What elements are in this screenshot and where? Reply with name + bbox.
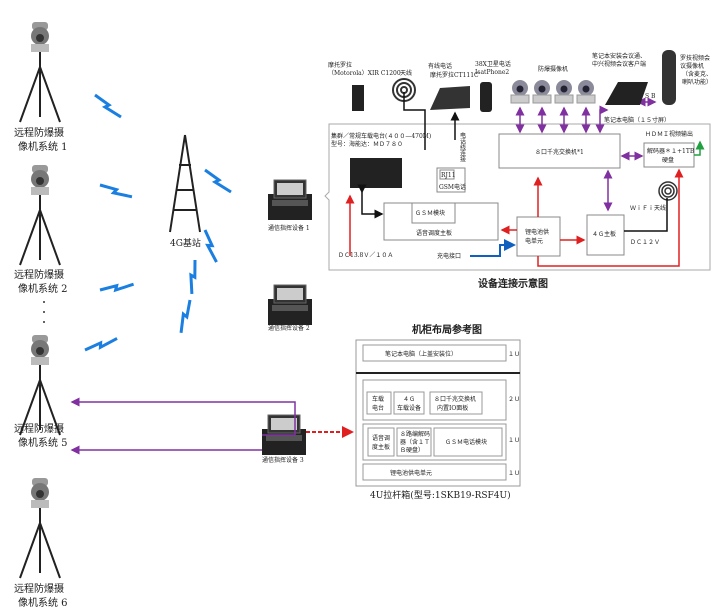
- label: 天线: [400, 69, 412, 77]
- label: 38X卫星电话: [475, 60, 511, 68]
- label: 喇叭功能）: [682, 78, 712, 86]
- label: 摩托罗拉CT111C: [430, 71, 479, 79]
- label: 锂电池供电单元: [390, 469, 432, 477]
- device-label: 通信指挥设备 3: [262, 456, 304, 464]
- label: 防爆摄像机: [538, 65, 568, 73]
- label: 型号：海能达：ＭＤ７８０: [331, 140, 403, 148]
- label: 硬盘: [662, 156, 674, 164]
- label: ８口千兆交换机: [434, 395, 476, 403]
- label: 电台: [372, 404, 384, 412]
- label: Ｂ硬盘）: [400, 446, 424, 454]
- ellipsis-dots: [43, 301, 45, 323]
- satellite-phone-icon: [480, 82, 492, 112]
- label: ４Ｇ: [403, 396, 415, 403]
- label: 车载设备: [397, 404, 421, 412]
- label: ＨＤＭＩ视频输出: [645, 130, 693, 138]
- camera-switch-links: [515, 97, 657, 134]
- label: 语音调度主板: [416, 229, 452, 237]
- wifi-antenna-icon: [658, 181, 678, 201]
- label: ４Ｇ主板: [592, 230, 616, 238]
- label: 中兴视频会议客户端: [592, 60, 646, 68]
- label: U S B: [638, 93, 656, 100]
- label: ８路编解码: [400, 430, 430, 438]
- label: （含麦克、: [682, 70, 712, 78]
- label: ＷｉＦｉ天线: [630, 204, 666, 212]
- decoder-box: [643, 142, 695, 168]
- handheld-radio-icon: [352, 85, 364, 111]
- system-label: 像机系统 2: [18, 282, 68, 295]
- connection-title: 设备连接示意图: [478, 277, 548, 290]
- label: 度主板: [372, 443, 390, 451]
- label: 锂电池供: [525, 228, 549, 236]
- label: IsatPhone2: [475, 69, 509, 76]
- system-label: 远程防爆摄: [14, 268, 64, 281]
- unit-label: １Ｕ: [508, 437, 520, 444]
- label: 解码器＊１+1TB: [647, 147, 695, 155]
- label: RJ11: [441, 172, 456, 179]
- label: 器（含１Ｔ: [400, 438, 430, 446]
- label: 车载: [372, 395, 384, 403]
- tower-label: 4G基站: [170, 237, 201, 249]
- system-label: 远程防爆摄: [14, 422, 64, 435]
- label: ８口千兆交换机*1: [535, 148, 584, 156]
- desk-phone-icon: [430, 86, 470, 110]
- label: ＤＣ13.8Ｖ／１０Ａ: [338, 252, 393, 259]
- logitech-camera-icon: [662, 50, 676, 105]
- camera-system-5: 远程防爆摄 像机系统 5: [14, 334, 68, 449]
- label: 罗技视频会: [680, 54, 710, 62]
- label: 语音调: [372, 434, 390, 442]
- label: 电话线连接: [459, 131, 466, 163]
- laptop-icon: [605, 82, 648, 105]
- unit-label: ２Ｕ: [508, 396, 520, 403]
- connection-diagram: 摩托罗拉 （Motorola）XIR C1200 天线 有线电话 摩托罗拉CT1…: [324, 50, 712, 290]
- unit-label: １Ｕ: [508, 470, 520, 477]
- system-label: 远程防爆摄: [14, 126, 64, 139]
- label: 笔记本电脑（上盖安装位）: [385, 350, 457, 358]
- label: 集群／常规车载电台(４００—470M): [331, 132, 431, 140]
- label: 内置IO面板: [437, 404, 468, 412]
- cabinet-caption: 4U拉杆箱(型号:1SKB19-RSF4U): [370, 489, 511, 501]
- label: GSM电话: [439, 183, 466, 191]
- unit-label: １Ｕ: [508, 351, 520, 358]
- label: 笔记本电脑（１５寸屏）: [604, 116, 670, 124]
- 4g-tower-icon: 4G基站: [169, 134, 201, 249]
- link-system-5: [70, 397, 296, 436]
- label: 充电接口: [437, 252, 461, 260]
- system-label: 像机系统 6: [18, 596, 68, 609]
- cabinet-layout: 机柜布局参考图 笔记本电脑（上盖安装位） 车载 电台 ４Ｇ 车载设备 ８口千兆交…: [355, 323, 521, 501]
- 4g-board-box: [586, 214, 625, 256]
- camera-system-1: 远程防爆摄 像机系统 1: [14, 21, 68, 153]
- vehicle-radio-icon: [350, 158, 402, 188]
- system-label: 像机系统 5: [18, 436, 68, 449]
- system-label: 远程防爆摄: [14, 582, 64, 595]
- camera-system-6: 远程防爆摄 像机系统 6: [14, 477, 68, 609]
- device-label: 通信指挥设备 1: [268, 224, 310, 232]
- command-device-2: 通信指挥设备 2: [267, 284, 313, 332]
- label: ＤＣ１２Ｖ: [630, 239, 660, 246]
- wireless-links: [83, 93, 233, 363]
- camera-system-2: 远程防爆摄 像机系统 2: [14, 164, 68, 295]
- battery-box: [516, 216, 561, 257]
- switch-box: [498, 133, 621, 169]
- label: 笔记本安装会议通、: [592, 52, 646, 60]
- device-label: 通信指挥设备 2: [268, 324, 310, 332]
- label: 电单元: [525, 237, 543, 245]
- cabinet-title: 机柜布局参考图: [412, 323, 482, 336]
- label: 议摄像机: [680, 62, 704, 70]
- label: ＧＳＭ电话模块: [445, 438, 487, 446]
- command-device-1: 通信指挥设备 1: [267, 179, 313, 232]
- label: ＧＳＭ模块: [415, 209, 445, 217]
- label: （Motorola）XIR C1200: [328, 70, 401, 77]
- label: 有线电话: [428, 62, 452, 70]
- command-device-3: 通信指挥设备 3: [261, 414, 307, 464]
- label: 摩托罗拉: [328, 61, 352, 69]
- system-label: 像机系统 1: [18, 140, 68, 153]
